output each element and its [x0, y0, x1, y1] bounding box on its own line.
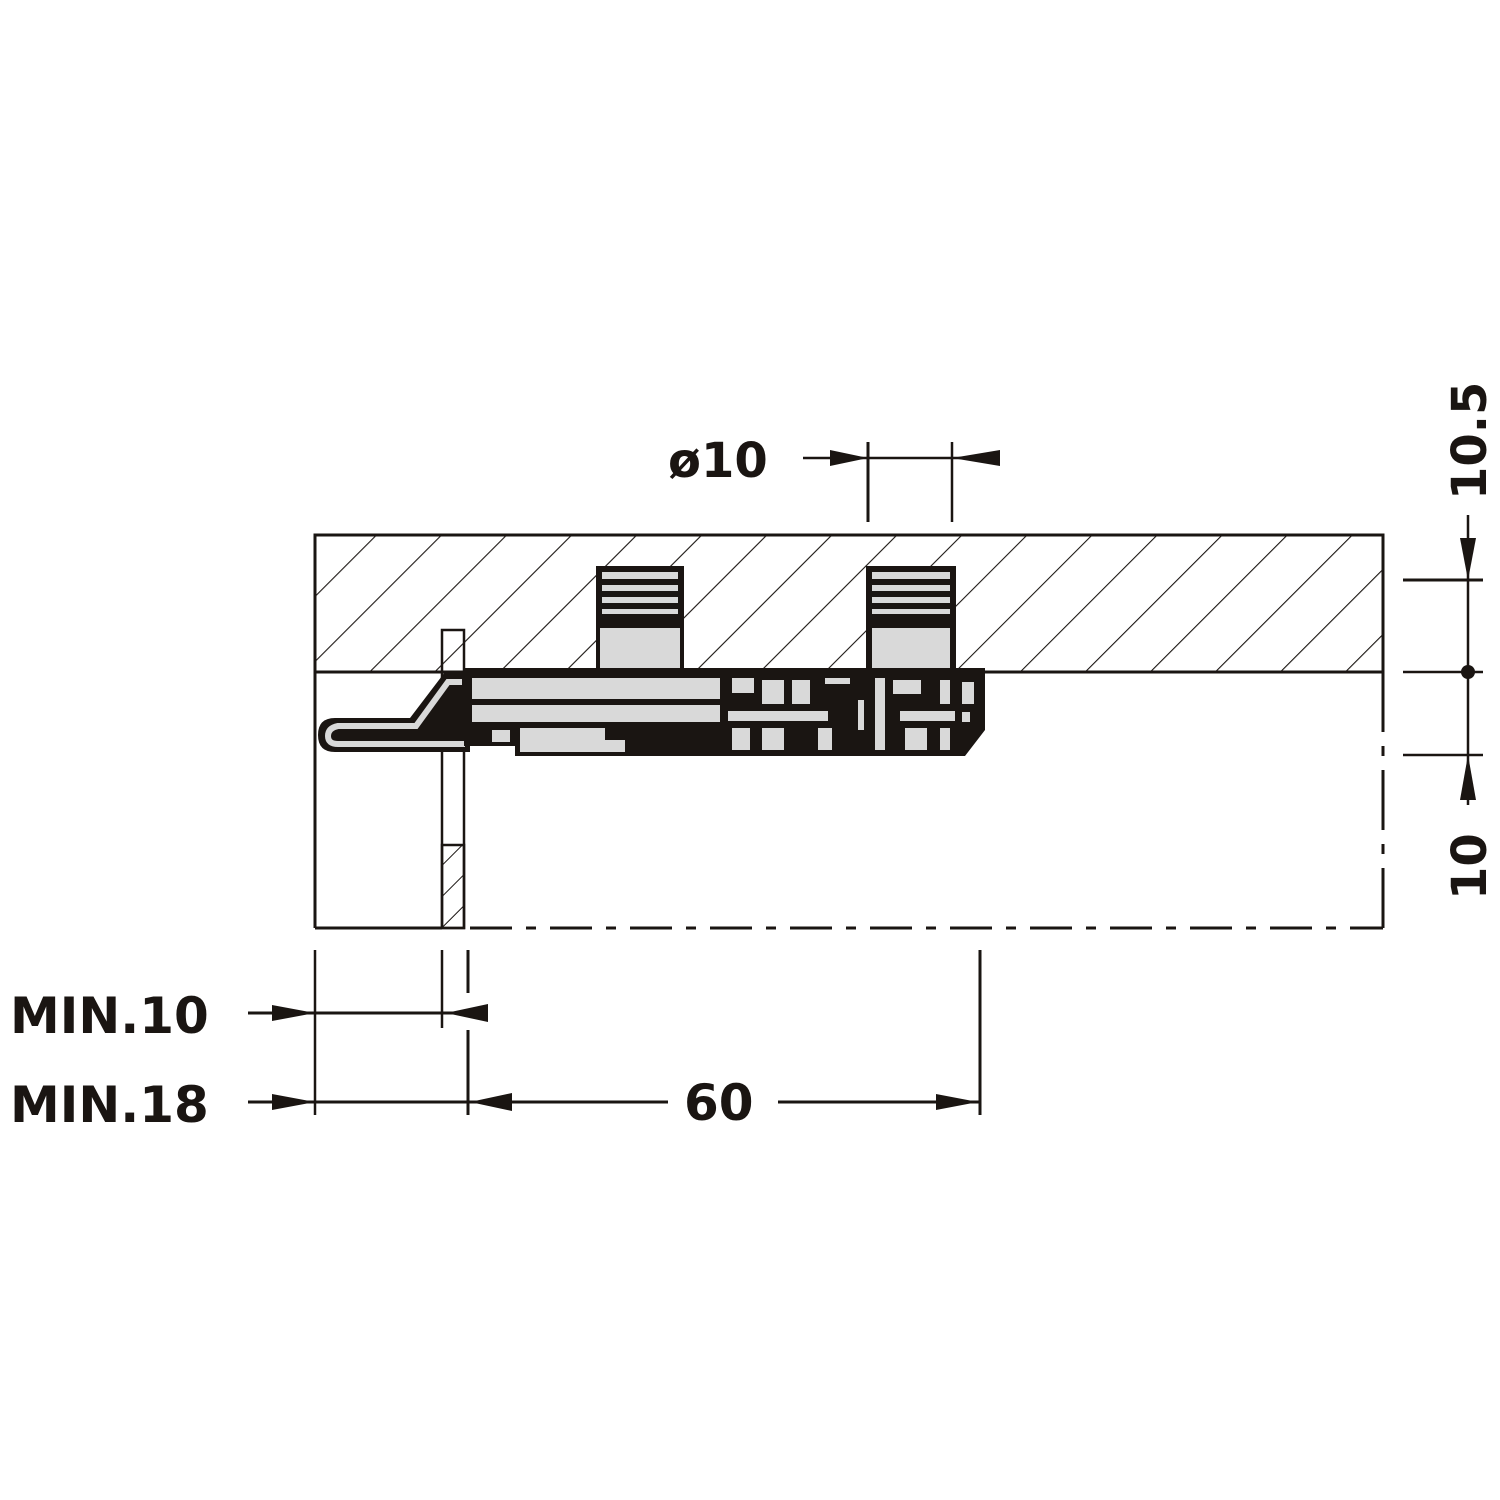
side-panel-outline	[313, 672, 442, 930]
top-panel-section	[313, 533, 1385, 674]
dimension-label-side-offset: 10	[1442, 833, 1498, 900]
vertical-dimensions: 10.5 10	[1403, 382, 1498, 900]
dowel-left	[596, 566, 684, 672]
front-panel	[440, 628, 466, 930]
bottom-dimensions: MIN.10 MIN.18 60	[10, 950, 982, 1134]
dimension-label-spacing: 60	[684, 1074, 754, 1132]
dimension-label-diameter: ø10	[668, 433, 768, 489]
connector-fitting	[318, 668, 985, 756]
dimension-label-min10: MIN.10	[10, 987, 209, 1045]
diameter-dimension: ø10	[668, 433, 1000, 522]
dimension-label-min18: MIN.18	[10, 1076, 209, 1134]
center-lines	[470, 672, 1385, 930]
dowel-right	[866, 566, 956, 672]
dimension-label-top-offset: 10.5	[1442, 382, 1498, 500]
